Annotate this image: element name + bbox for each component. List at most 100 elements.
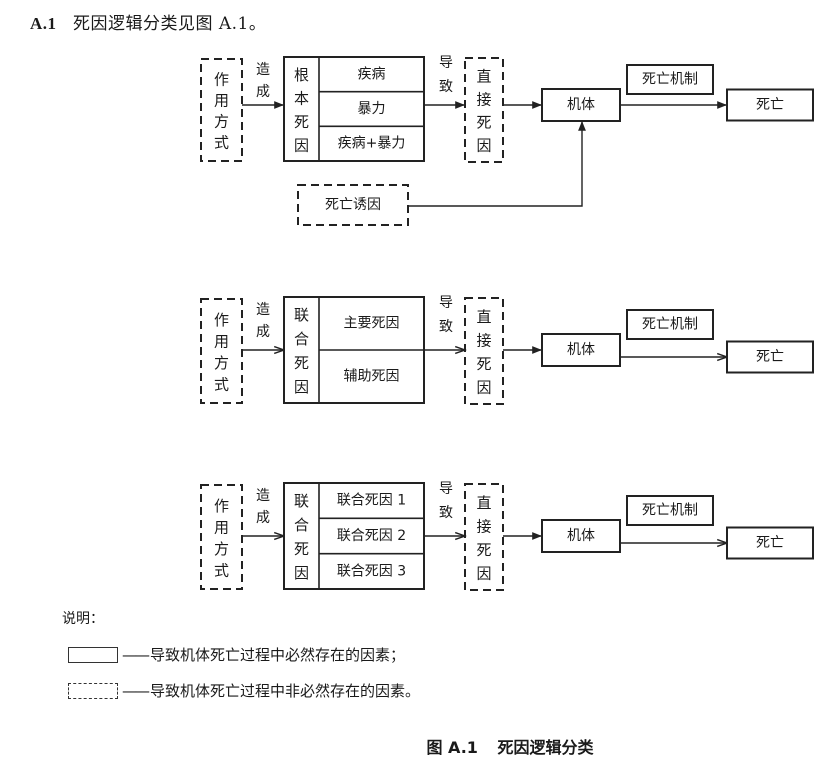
char: 因	[294, 136, 309, 154]
direct-cause-box	[464, 57, 504, 163]
body-label: 机体	[567, 97, 595, 113]
char: 方	[214, 113, 229, 131]
char: 作	[214, 497, 229, 515]
char: 式	[214, 134, 229, 152]
char: 成	[256, 324, 270, 340]
mechanism-box	[626, 495, 714, 526]
char: 造	[256, 62, 270, 78]
cause-item: 辅助死因	[344, 369, 400, 385]
death-label: 死亡	[756, 535, 784, 551]
cause-item: 联合死因 1	[337, 493, 406, 509]
action-mode-box	[200, 298, 243, 404]
char: 成	[256, 510, 270, 526]
section-text: 死因逻辑分类见图 A.1。	[72, 14, 267, 34]
char: 方	[214, 354, 229, 372]
direct-cause-box	[464, 297, 504, 405]
mechanism-label: 死亡机制	[642, 72, 698, 88]
figure-number: 图 A.1	[426, 738, 478, 757]
direct-cause-box	[464, 483, 504, 591]
char: 用	[214, 332, 229, 350]
char: 死	[476, 355, 491, 373]
legend-text: 导致机体死亡过程中非必然存在的因素。	[150, 682, 421, 700]
death-box	[726, 88, 814, 122]
figure-caption: 图 A.1 死因逻辑分类	[0, 734, 832, 758]
char: 接	[476, 331, 491, 349]
char: 接	[476, 91, 491, 109]
char: 用	[214, 518, 229, 536]
char: 直	[476, 494, 491, 512]
death-label: 死亡	[756, 349, 784, 365]
char: 因	[476, 378, 491, 396]
dashed-box-icon	[68, 682, 118, 699]
char: 因	[476, 564, 491, 582]
inducement-box	[297, 184, 409, 226]
action-mode-box	[200, 58, 243, 162]
char: 导	[439, 55, 453, 71]
body-label: 机体	[567, 528, 595, 544]
arrow-inducement-to-body	[408, 120, 586, 207]
death-box	[726, 526, 814, 560]
legend-text: 导致机体死亡过程中必然存在的因素；	[150, 646, 406, 664]
cause-item: 联合死因 2	[337, 528, 406, 544]
char: 接	[476, 517, 491, 535]
legend-title: 说明：	[62, 611, 104, 627]
char: 作	[214, 311, 229, 329]
char: 式	[214, 375, 229, 393]
char: 成	[256, 84, 270, 100]
char: 用	[214, 92, 229, 110]
mechanism-box	[626, 309, 714, 340]
cause-verb-label: 造成	[256, 488, 270, 526]
char: 死	[476, 114, 491, 132]
cause-verb-label: 造成	[256, 302, 270, 340]
char: 方	[214, 540, 229, 558]
diagram-rows: 作用方式造成根本死因疾病暴力疾病+暴力导致直接死因机体死亡机制死亡死亡诱因作用方…	[200, 55, 814, 591]
char: 合	[294, 330, 309, 348]
action-mode-box	[200, 484, 243, 590]
char: 因	[476, 137, 491, 155]
legend-item-required: —— 导致机体死亡过程中必然存在的因素；	[68, 644, 405, 665]
cause-group-label: 联合死因	[294, 492, 309, 582]
char: 导	[439, 295, 453, 311]
death-label: 死亡	[756, 97, 784, 113]
char: 死	[294, 540, 309, 558]
body-box	[541, 333, 621, 367]
mechanism-label: 死亡机制	[642, 503, 698, 519]
figure-title: 死因逻辑分类	[497, 738, 594, 757]
char: 式	[214, 561, 229, 579]
cause-item: 暴力	[358, 101, 386, 117]
cause-group-box	[283, 56, 425, 162]
body-box	[541, 519, 621, 553]
char: 致	[439, 79, 453, 95]
char: 直	[476, 68, 491, 86]
char: 造	[256, 488, 270, 504]
char: 导	[439, 481, 453, 497]
char: 造	[256, 302, 270, 318]
mechanism-label: 死亡机制	[642, 317, 698, 333]
cause-item: 主要死因	[344, 316, 400, 332]
lead-verb-label: 导致	[439, 295, 453, 335]
char: 因	[294, 564, 309, 582]
section-number: A.1	[30, 14, 57, 33]
legend-dash: ——	[122, 645, 150, 664]
cause-verb-label: 造成	[256, 62, 270, 100]
char: 本	[294, 89, 309, 107]
char: 死	[294, 113, 309, 131]
cause-item: 疾病	[358, 66, 386, 82]
legend-dash: ——	[122, 681, 150, 700]
char: 致	[439, 505, 453, 521]
char: 直	[476, 308, 491, 326]
section-heading: A.1 死因逻辑分类见图 A.1。	[30, 9, 266, 34]
char: 因	[294, 378, 309, 396]
char: 合	[294, 516, 309, 534]
mechanism-box	[626, 64, 714, 95]
char: 联	[294, 306, 309, 324]
